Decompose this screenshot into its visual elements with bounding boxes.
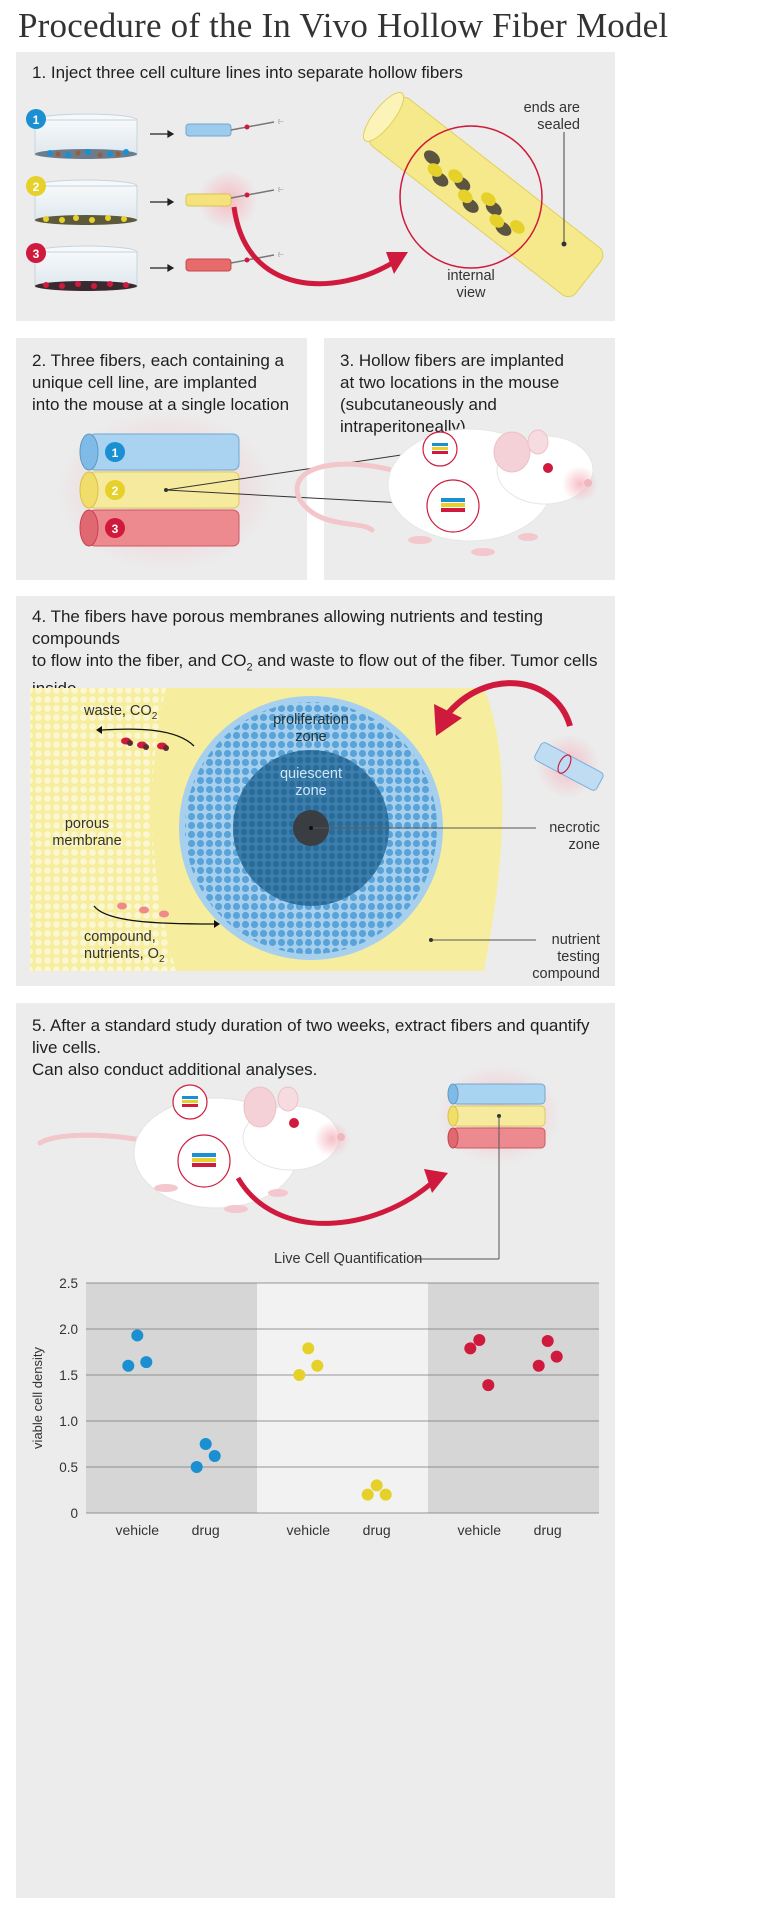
svg-text:⥼: ⥼ [278, 184, 284, 195]
fiber-blue-syringe: ⥼ [185, 116, 284, 137]
fiber-3-label: 3 [112, 522, 119, 536]
badge-3: 3 [26, 243, 46, 263]
data-point [199, 1438, 212, 1450]
y-axis-label: viable cell density [30, 1347, 45, 1449]
data-point [190, 1461, 203, 1473]
x-category-label: drug [363, 1522, 391, 1538]
panel-step1: 1. Inject three cell culture lines into … [16, 52, 615, 321]
x-category-label: drug [192, 1522, 220, 1538]
fiber-red-syringe: ⥼ [185, 249, 284, 272]
waste-label: waste, CO2 [84, 703, 158, 722]
data-point [311, 1359, 324, 1372]
fiber-2-label: 2 [112, 484, 119, 498]
viable-cell-density-chart: 0 0.5 1.0 1.5 2.0 2.5 viable cell density vehic… [30, 1276, 599, 1538]
x-category-label: vehicle [458, 1522, 502, 1538]
fiber-2: 2 [79, 471, 240, 509]
step1-text: 1. Inject three cell culture lines into … [32, 63, 463, 82]
data-point [482, 1379, 495, 1392]
data-point [293, 1369, 306, 1381]
curved-arrow-1 [231, 206, 396, 287]
fiber-cross-section [30, 680, 604, 971]
live-cell-quantification-label: Live Cell Quantification [274, 1251, 423, 1267]
y-tick-label: 1.0 [59, 1414, 78, 1429]
data-point [140, 1356, 153, 1369]
x-category-label: drug [534, 1522, 562, 1538]
fiber-1: 1 [79, 433, 240, 471]
y-tick-label: 2.5 [59, 1276, 78, 1291]
compound-label: compound,nutrients, O2 [84, 929, 165, 965]
data-point [473, 1334, 486, 1347]
step5-text: 5. After a standard study duration of tw… [32, 1016, 590, 1079]
data-point [379, 1488, 392, 1501]
data-point [464, 1342, 477, 1355]
big-fiber-internal-view [362, 92, 604, 298]
three-fibers-illustration: 1 2 3 [56, 411, 276, 571]
panel-step4: 4. The fibers have porous membranes allo… [16, 596, 615, 986]
y-tick-label: 0.5 [59, 1460, 78, 1475]
fiber-yellow-syringe: ⥼ [185, 184, 284, 207]
group-background [257, 1283, 428, 1513]
dish-2 [34, 179, 138, 225]
y-tick-label: 1.5 [59, 1368, 78, 1383]
data-point [131, 1329, 144, 1342]
svg-text:⥼: ⥼ [278, 249, 284, 260]
step5-illustration [37, 1065, 561, 1260]
data-point [361, 1488, 374, 1501]
dish-1 [34, 113, 138, 159]
group-background [86, 1283, 257, 1513]
data-point [550, 1350, 563, 1363]
y-tick-label: 2.0 [59, 1322, 78, 1337]
dish-3 [34, 245, 138, 291]
badge-2: 2 [26, 176, 46, 196]
step1-illustration: 1 2 3 ⥼ ⥼ ⥼ [26, 92, 604, 298]
data-point [122, 1359, 135, 1372]
y-tick-label: 0 [70, 1506, 78, 1521]
fiber-1-label: 1 [112, 446, 119, 460]
fiber-3: 3 [79, 509, 240, 547]
data-point [208, 1449, 221, 1462]
page-title: Procedure of the In Vivo Hollow Fiber Mo… [18, 6, 669, 45]
data-point [370, 1479, 383, 1492]
data-point [302, 1342, 315, 1355]
data-point [541, 1334, 554, 1347]
x-category-label: vehicle [287, 1522, 331, 1538]
x-category-label: vehicle [116, 1522, 160, 1538]
svg-text:⥼: ⥼ [278, 116, 284, 127]
panel-step5: 5. After a standard study duration of tw… [16, 1003, 615, 1898]
dish-arrows [150, 129, 175, 273]
badge-1: 1 [26, 109, 46, 129]
badge-3-label: 3 [33, 247, 40, 261]
data-point [532, 1359, 545, 1372]
badge-2-label: 2 [33, 180, 40, 194]
badge-1-label: 1 [33, 113, 40, 127]
group-background [428, 1283, 599, 1513]
